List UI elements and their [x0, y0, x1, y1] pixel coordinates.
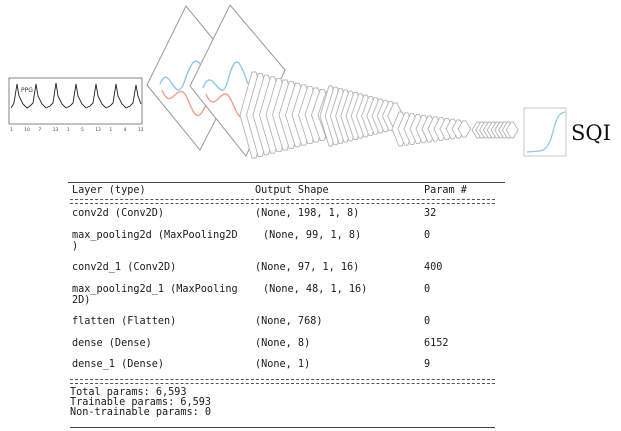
footer-separator	[70, 379, 495, 384]
conv-layer-plane	[505, 121, 519, 139]
input-axis-tick-label: 7	[38, 127, 41, 133]
total-params: Total params: 6,593	[70, 387, 187, 398]
input-ppg-plot: PPG 1 10 7 13 1 5 13 1 4 13	[8, 77, 144, 133]
input-axis-ticks: 1 10 7 13 1 5 13 1 4 13	[10, 127, 144, 133]
row-shape: (None, 198, 1, 8)	[255, 208, 360, 219]
row-layer-continuation: )	[72, 241, 79, 252]
row-params: 0	[424, 230, 431, 241]
row-layer: flatten (Flatten)	[72, 316, 177, 327]
row-params: 0	[424, 316, 431, 327]
row-shape: (None, 48, 1, 16)	[263, 284, 368, 295]
sigmoid-curve	[526, 111, 566, 153]
row-params: 400	[424, 262, 443, 273]
feature-wave-blue-2	[202, 61, 249, 91]
row-shape: (None, 97, 1, 16)	[255, 262, 360, 273]
conv-layer-stack	[239, 71, 519, 159]
input-axis-tick-label: 1	[109, 127, 112, 133]
row-layer: conv2d_1 (Conv2D)	[72, 262, 177, 273]
row-layer: max_pooling2d (MaxPooling2D	[72, 230, 238, 241]
conv-layer-plane	[457, 120, 472, 138]
trainable-params: Trainable params: 6,593	[70, 397, 212, 408]
summary-top-rule	[68, 182, 505, 183]
cnn-architecture-diagram: PPG 1 10 7 13 1 5 13 1 4 13 SQI	[8, 4, 611, 159]
ppg-label: PPG	[21, 87, 33, 94]
row-params: 6152	[424, 338, 449, 349]
row-params: 9	[424, 359, 431, 370]
input-axis-tick-label: 1	[10, 127, 13, 133]
header-separator	[70, 199, 495, 204]
model-summary-table: Layer (type) Output Shape Param # conv2d…	[0, 178, 621, 431]
input-axis-tick-label: 13	[53, 127, 59, 133]
row-params: 0	[424, 284, 431, 295]
row-params: 32	[424, 208, 437, 219]
output-label: SQI	[571, 121, 611, 145]
input-axis-tick-label: 5	[81, 127, 84, 133]
row-layer-continuation: 2D)	[72, 295, 91, 306]
row-layer: dense_1 (Dense)	[72, 359, 165, 370]
header-layer-type: Layer (type)	[72, 185, 146, 196]
ppg-waveform	[10, 82, 142, 109]
input-axis-tick-label: 13	[138, 127, 144, 133]
row-shape: (None, 1)	[255, 359, 311, 370]
row-shape: (None, 99, 1, 8)	[263, 230, 362, 241]
row-layer: max_pooling2d_1 (MaxPooling	[72, 284, 238, 295]
row-shape: (None, 8)	[255, 338, 311, 349]
input-axis-tick-label: 1	[67, 127, 70, 133]
output-sqi-plot: SQI	[523, 107, 611, 157]
row-shape: (None, 768)	[255, 316, 323, 327]
input-axis-tick-label: 4	[124, 127, 127, 133]
row-layer: dense (Dense)	[72, 338, 152, 349]
input-axis-tick-label: 10	[24, 127, 30, 133]
row-layer: conv2d (Conv2D)	[72, 208, 165, 219]
input-axis-tick-label: 13	[95, 127, 101, 133]
feature-wave-red	[161, 89, 213, 117]
non-trainable-params: Non-trainable params: 0	[70, 407, 212, 418]
header-output-shape: Output Shape	[255, 185, 329, 196]
header-param-count: Param #	[424, 185, 467, 196]
summary-bottom-rule	[70, 427, 495, 428]
